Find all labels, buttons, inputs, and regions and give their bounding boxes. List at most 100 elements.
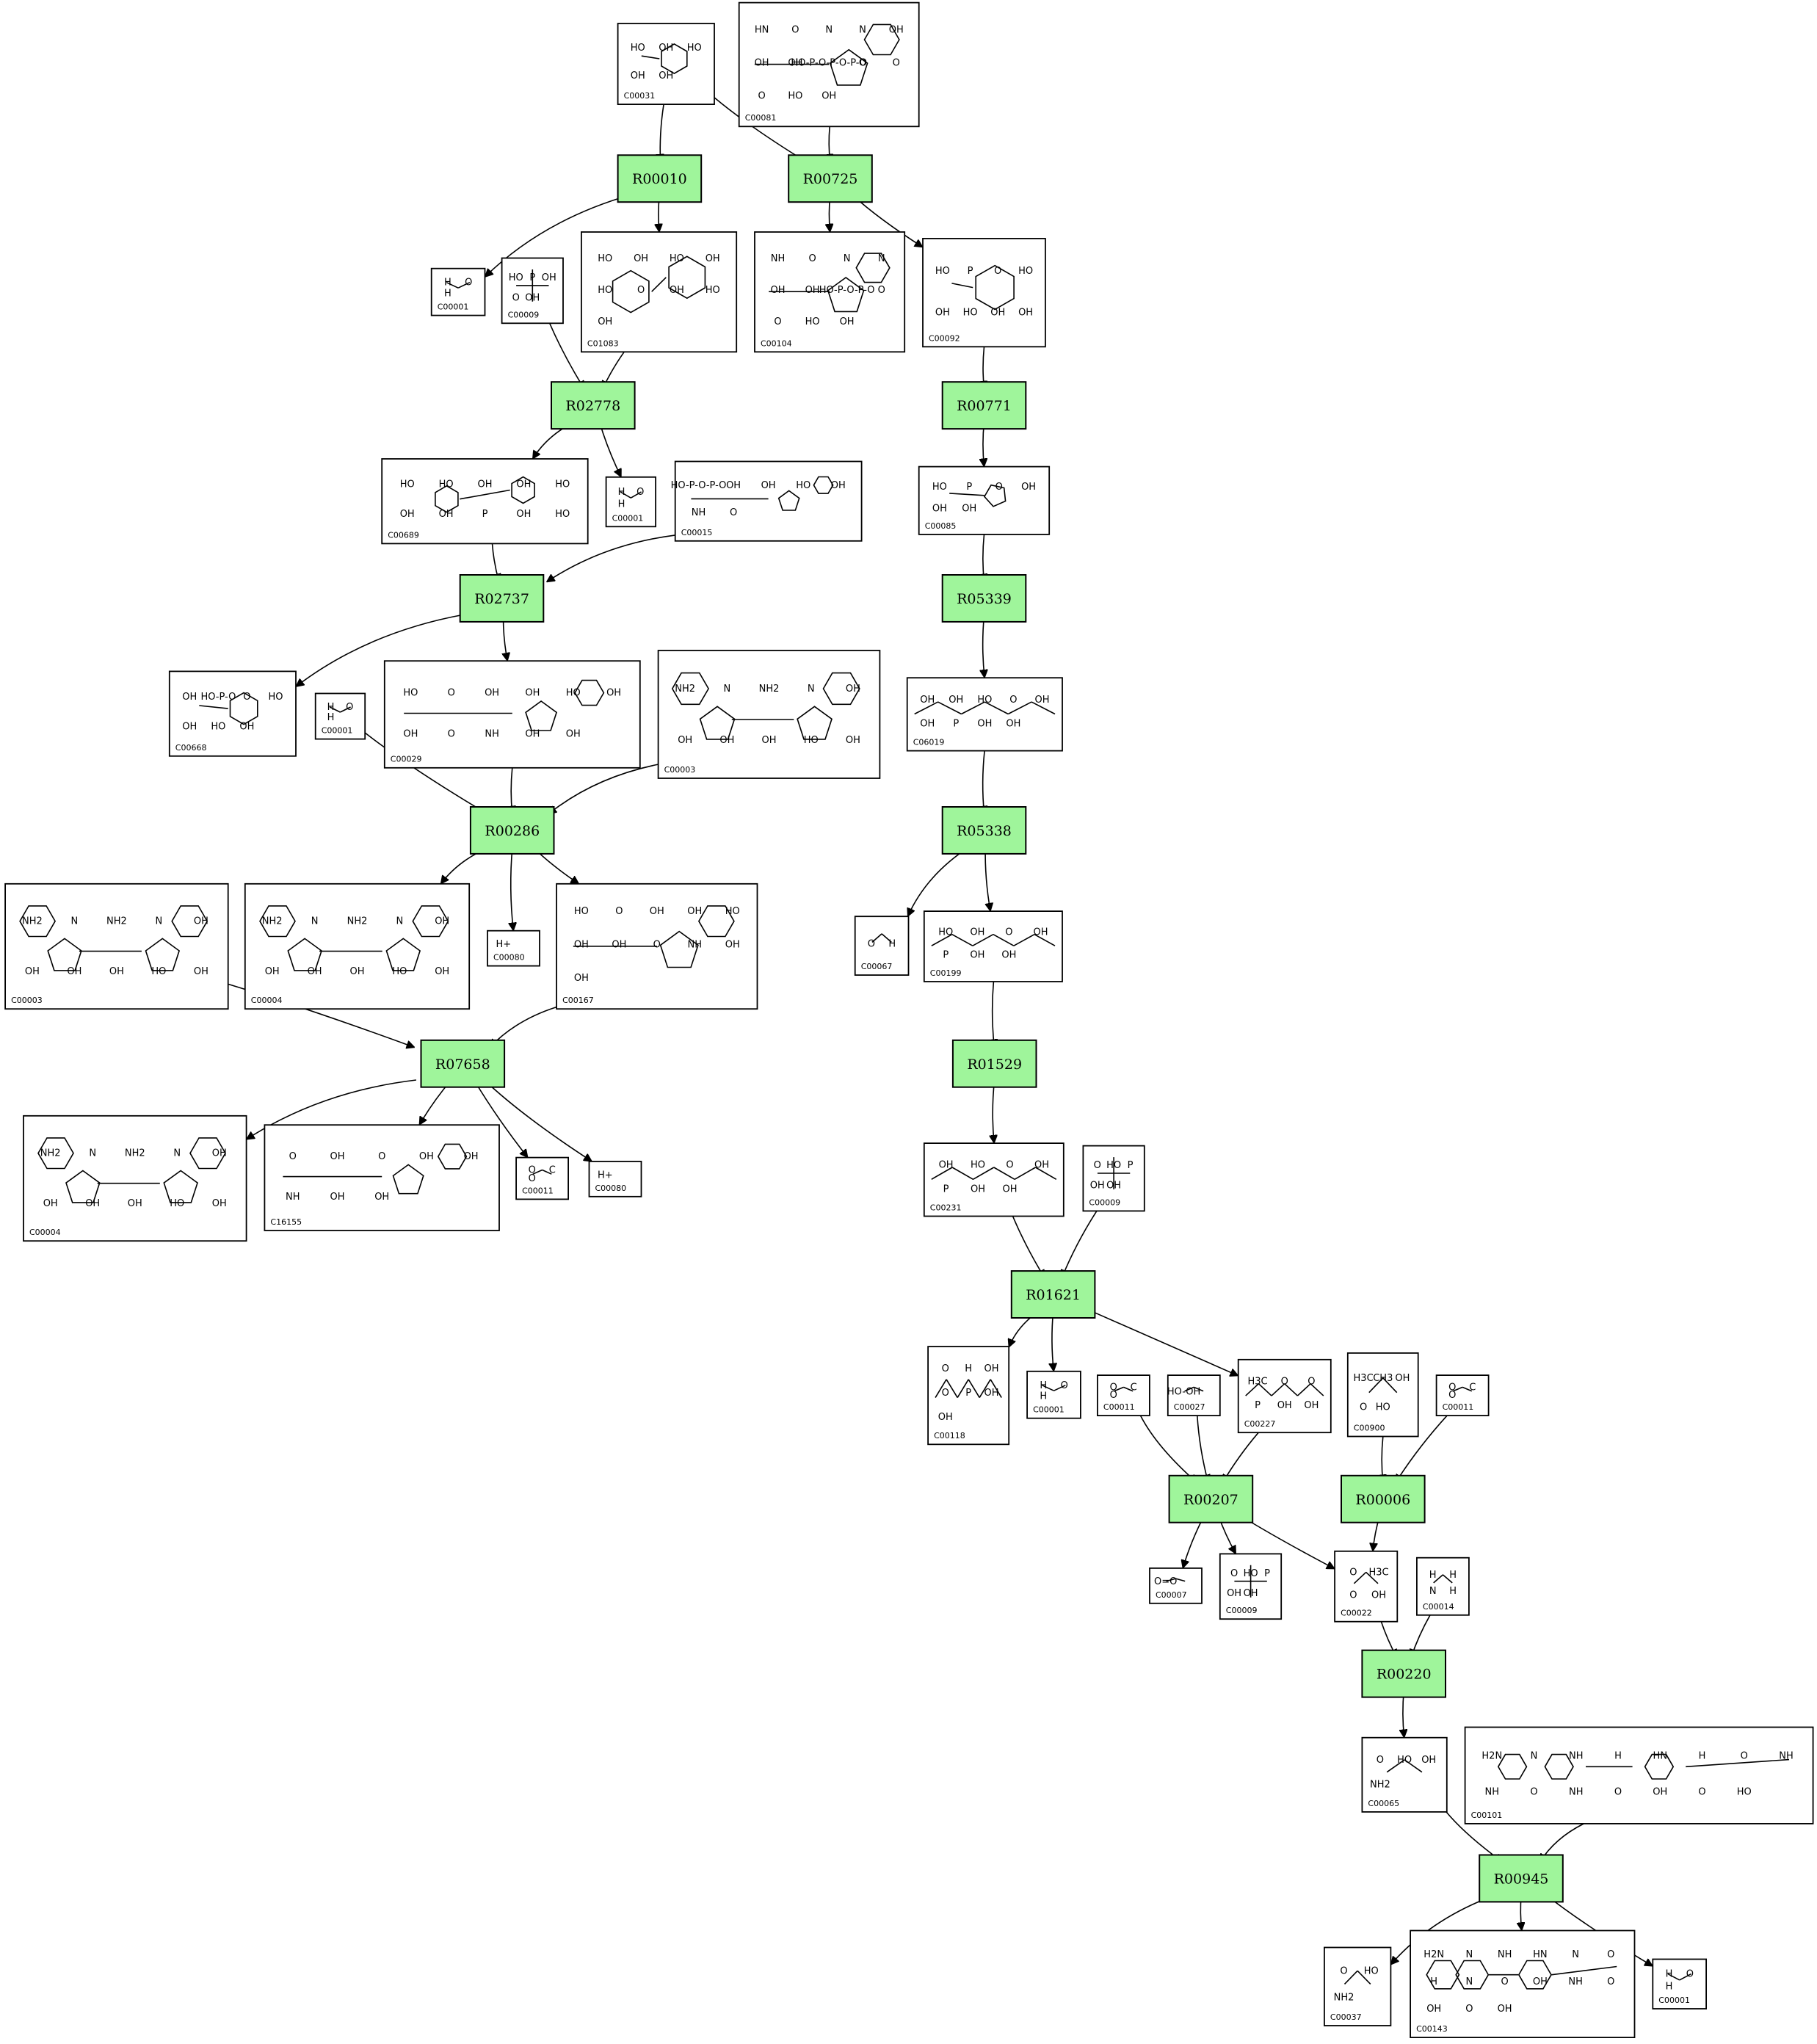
atom-label: HO-P-O	[200, 692, 236, 703]
reaction-R05339[interactable]: R05339	[941, 574, 1027, 623]
atom-label: OH	[435, 966, 449, 977]
reaction-R02778[interactable]: R02778	[551, 381, 636, 430]
atom-label: HO	[932, 482, 947, 493]
atom-label: HO	[1018, 266, 1033, 277]
atom-label: OH	[1304, 1400, 1319, 1411]
atom-label: O	[243, 692, 250, 703]
compound-id-label: C00003	[664, 765, 696, 775]
atom-label: OH	[719, 735, 734, 746]
reaction-R00725[interactable]: R00725	[788, 154, 873, 203]
atom-label: HO	[170, 1198, 184, 1209]
reaction-R00006[interactable]: R00006	[1341, 1474, 1426, 1523]
compound-box	[430, 267, 486, 316]
atom-label: OH	[631, 70, 645, 81]
atom-label: OH	[706, 253, 720, 264]
compound-C00080[interactable]: H+C00080	[588, 1161, 642, 1197]
edge-R01621-C00227	[1089, 1310, 1238, 1376]
reaction-box	[617, 154, 703, 203]
reaction-box	[1479, 1854, 1564, 1903]
reaction-R01621[interactable]: R01621	[1010, 1270, 1096, 1319]
atom-label: OH	[1227, 1588, 1241, 1599]
atom-label: P	[943, 950, 949, 961]
atom-label: HO	[509, 272, 523, 283]
atom-label: OH	[182, 722, 197, 733]
structure-bonds	[532, 1169, 552, 1175]
reaction-R00945[interactable]: R00945	[1479, 1854, 1564, 1903]
reaction-R07658[interactable]: R07658	[420, 1039, 506, 1088]
reaction-R00220[interactable]: R00220	[1361, 1649, 1447, 1698]
atom-label: NH2	[347, 916, 368, 927]
structure-bonds	[1386, 1759, 1423, 1773]
compound-C00080[interactable]: H+C00080	[487, 929, 540, 967]
edge-C00001c-R00286	[364, 732, 487, 815]
reaction-R00286[interactable]: R00286	[469, 806, 555, 855]
atom-label: HO	[804, 735, 819, 746]
reaction-R02737[interactable]: R02737	[459, 574, 545, 623]
edge-C00031-R00010	[660, 104, 664, 162]
compound-id-label: C00031	[624, 91, 656, 101]
atom-label: P	[968, 266, 973, 277]
atom-label: OH	[1001, 950, 1016, 961]
atom-label: OH	[525, 292, 540, 303]
atom-label: OH	[25, 966, 40, 977]
atom-label: O	[1094, 1160, 1101, 1171]
compound-id-label: C00167	[562, 996, 594, 1005]
structure-bonds	[516, 269, 549, 302]
reaction-R00207[interactable]: R00207	[1168, 1474, 1254, 1523]
compound-box	[1097, 1374, 1150, 1416]
reaction-R00010[interactable]: R00010	[617, 154, 703, 203]
atom-label: N	[808, 684, 815, 695]
compound-id-label: C00029	[391, 755, 422, 764]
atom-label: H+	[496, 939, 511, 950]
reaction-R01529[interactable]: R01529	[951, 1039, 1037, 1088]
atom-label: O	[1110, 1382, 1117, 1393]
edge-C00231-R01621	[1012, 1216, 1045, 1278]
reaction-R05338[interactable]: R05338	[941, 806, 1027, 855]
edge-C00027-R00207	[1197, 1416, 1208, 1482]
atom-label: N	[1466, 1976, 1473, 1987]
reaction-R00771[interactable]: R00771	[941, 381, 1027, 430]
